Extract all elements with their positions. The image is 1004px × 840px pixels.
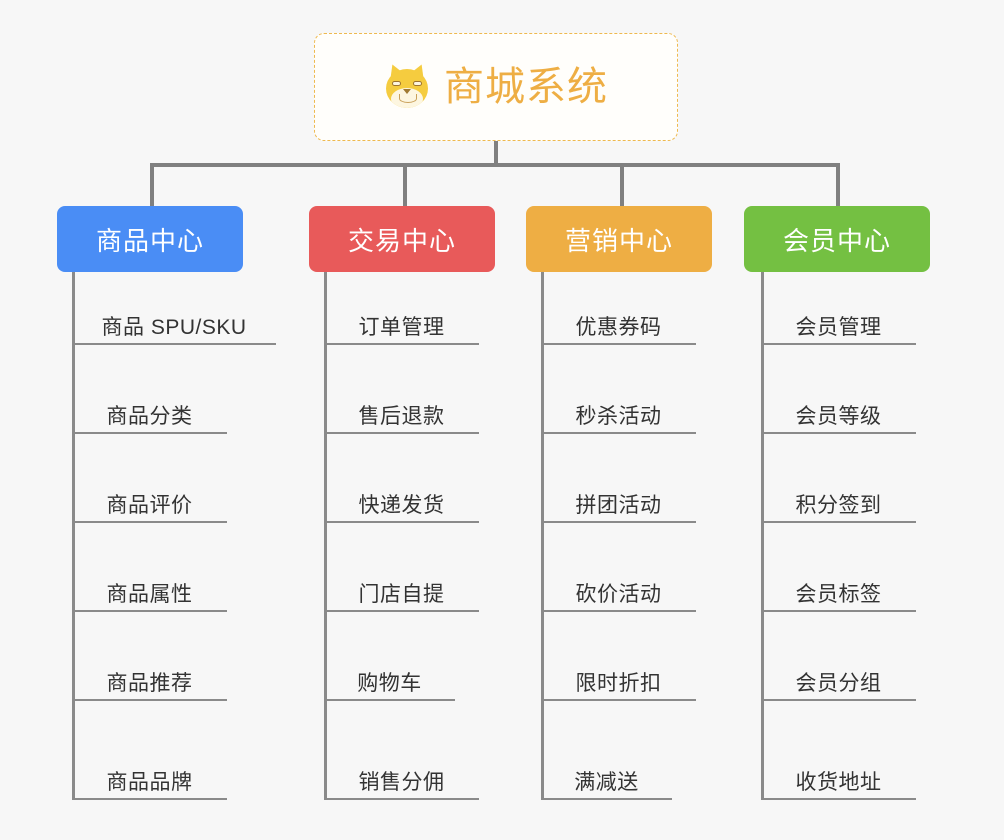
connector-root-stem (494, 141, 498, 166)
root-title: 商城系统 (444, 65, 608, 109)
dog-eye-left-icon (392, 81, 401, 86)
leaf-item[interactable]: 商品属性 (72, 556, 227, 612)
leaf-label: 秒杀活动 (575, 404, 662, 428)
connector-drop-member (836, 163, 840, 206)
leaf-label: 优惠券码 (575, 315, 662, 339)
dog-eye-right-icon (413, 81, 422, 86)
dog-mouth-icon (399, 94, 417, 103)
leaf-item[interactable]: 商品推荐 (72, 645, 227, 701)
root-node[interactable]: 商城系统 (314, 33, 678, 141)
leaf-item[interactable]: 商品品牌 (72, 744, 227, 800)
leaf-label: 商品分类 (106, 404, 193, 428)
leaf-label: 积分签到 (795, 493, 882, 517)
category-box-marketing-center[interactable]: 营销中心 (526, 206, 712, 272)
leaf-item[interactable]: 商品 SPU/SKU (72, 289, 276, 345)
category-label-trade-center: 交易中心 (347, 225, 456, 256)
leaf-item[interactable]: 会员等级 (761, 378, 916, 434)
leaf-label: 限时折扣 (575, 671, 662, 695)
leaf-item[interactable]: 订单管理 (324, 289, 479, 345)
dog-head-icon (386, 69, 428, 108)
category-label-product-center: 商品中心 (95, 225, 204, 256)
leaf-label: 拼团活动 (575, 493, 662, 517)
leaf-label: 购物车 (357, 671, 422, 695)
leaf-label: 会员管理 (795, 315, 882, 339)
leaf-item[interactable]: 门店自提 (324, 556, 479, 612)
leaf-item[interactable]: 会员标签 (761, 556, 916, 612)
branch-spine-product-center (72, 272, 75, 800)
leaf-item[interactable]: 砍价活动 (541, 556, 696, 612)
category-box-trade-center[interactable]: 交易中心 (309, 206, 495, 272)
connector-drop-marketing (620, 163, 624, 206)
connector-horizontal-bus (150, 163, 840, 167)
category-box-member-center[interactable]: 会员中心 (744, 206, 930, 272)
leaf-item[interactable]: 收货地址 (761, 744, 916, 800)
connector-drop-product (150, 163, 154, 206)
leaf-label: 销售分佣 (358, 770, 445, 794)
dog-nose-icon (403, 89, 411, 94)
category-label-marketing-center: 营销中心 (564, 225, 673, 256)
leaf-item[interactable]: 商品分类 (72, 378, 227, 434)
category-box-product-center[interactable]: 商品中心 (57, 206, 243, 272)
leaf-label: 商品推荐 (106, 671, 193, 695)
leaf-item[interactable]: 快递发货 (324, 467, 479, 523)
branch-spine-trade-center (324, 272, 327, 800)
leaf-label: 售后退款 (358, 404, 445, 428)
leaf-label: 满减送 (574, 770, 639, 794)
leaf-label: 商品评价 (106, 493, 193, 517)
leaf-item[interactable]: 购物车 (324, 645, 455, 701)
leaf-item[interactable]: 限时折扣 (541, 645, 696, 701)
leaf-label: 订单管理 (358, 315, 445, 339)
leaf-label: 商品 SPU/SKU (101, 315, 247, 339)
leaf-item[interactable]: 满减送 (541, 744, 672, 800)
leaf-item[interactable]: 商品评价 (72, 467, 227, 523)
leaf-label: 快递发货 (358, 493, 445, 517)
leaf-item[interactable]: 售后退款 (324, 378, 479, 434)
leaf-item[interactable]: 会员管理 (761, 289, 916, 345)
leaf-label: 砍价活动 (575, 582, 662, 606)
branch-spine-member-center (761, 272, 764, 800)
leaf-item[interactable]: 优惠券码 (541, 289, 696, 345)
leaf-item[interactable]: 秒杀活动 (541, 378, 696, 434)
leaf-label: 会员等级 (795, 404, 882, 428)
leaf-label: 商品属性 (106, 582, 193, 606)
leaf-item[interactable]: 会员分组 (761, 645, 916, 701)
leaf-label: 会员标签 (795, 582, 882, 606)
dog-icon (384, 61, 430, 110)
leaf-label: 收货地址 (795, 770, 882, 794)
category-label-member-center: 会员中心 (782, 225, 891, 256)
branch-spine-marketing-center (541, 272, 544, 800)
leaf-item[interactable]: 拼团活动 (541, 467, 696, 523)
leaf-item[interactable]: 积分签到 (761, 467, 916, 523)
leaf-label: 门店自提 (358, 582, 445, 606)
leaf-label: 商品品牌 (106, 770, 193, 794)
leaf-label: 会员分组 (795, 671, 882, 695)
connector-drop-trade (403, 163, 407, 206)
leaf-item[interactable]: 销售分佣 (324, 744, 479, 800)
